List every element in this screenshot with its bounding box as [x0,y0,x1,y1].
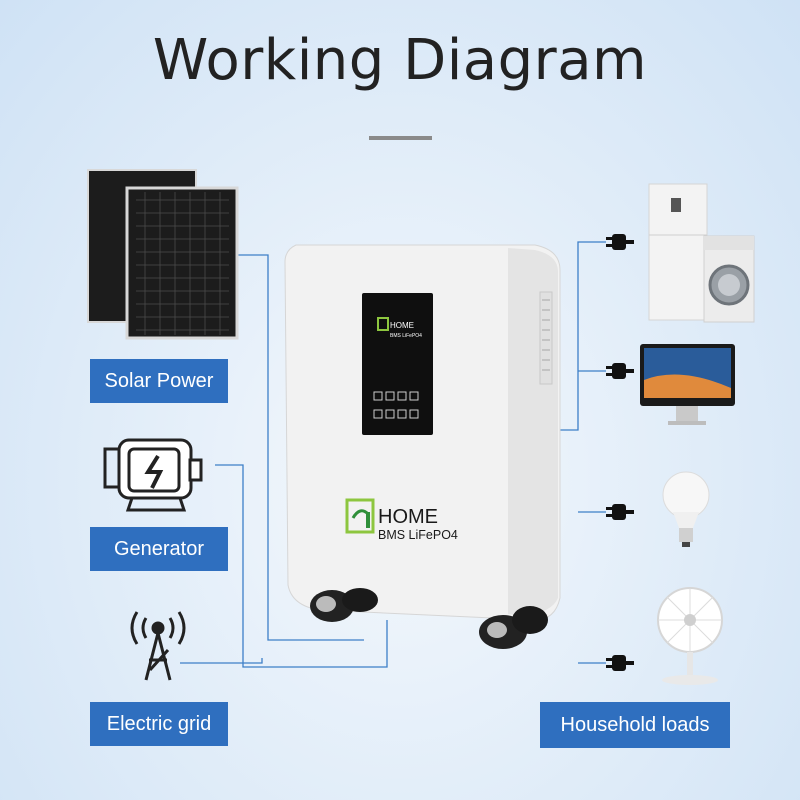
solar-line [236,254,364,641]
title-divider [369,136,432,140]
plug-icon-1 [606,234,634,250]
solar-panel-icon [87,169,239,340]
connection-lines [180,241,606,668]
generator-label: Generator [90,527,228,571]
electric-fan-icon [657,587,723,685]
refrigerator-icon [648,183,708,321]
generator-line [215,464,388,668]
battery-model: BMS LiFePO4 [378,528,458,542]
svg-text:BMS LiFePO4: BMS LiFePO4 [390,333,422,339]
washing-machine-icon [703,235,755,323]
loads-bus-line [558,241,606,664]
home-logo-icon [345,498,375,534]
plug-icons [606,234,634,671]
household-loads-label: Household loads [540,702,730,748]
transmission-tower-icon [130,611,186,681]
page-title: Working Diagram [152,28,648,93]
caster-wheels [310,588,548,649]
electric-grid-label: Electric grid [90,702,228,746]
plug-icon-4 [606,655,634,671]
grid-line [180,658,263,664]
battery-cabinet: HOME BMS LiFePO4 [284,244,561,649]
generator-icon [103,438,203,512]
solar-power-label: Solar Power [90,359,228,403]
plug-icon-3 [606,504,634,520]
svg-text:HOME: HOME [390,321,414,330]
plug-icon-2 [606,363,634,379]
computer-monitor-icon [640,344,735,425]
battery-brand: HOME [378,506,438,528]
light-bulb-icon [662,471,710,547]
